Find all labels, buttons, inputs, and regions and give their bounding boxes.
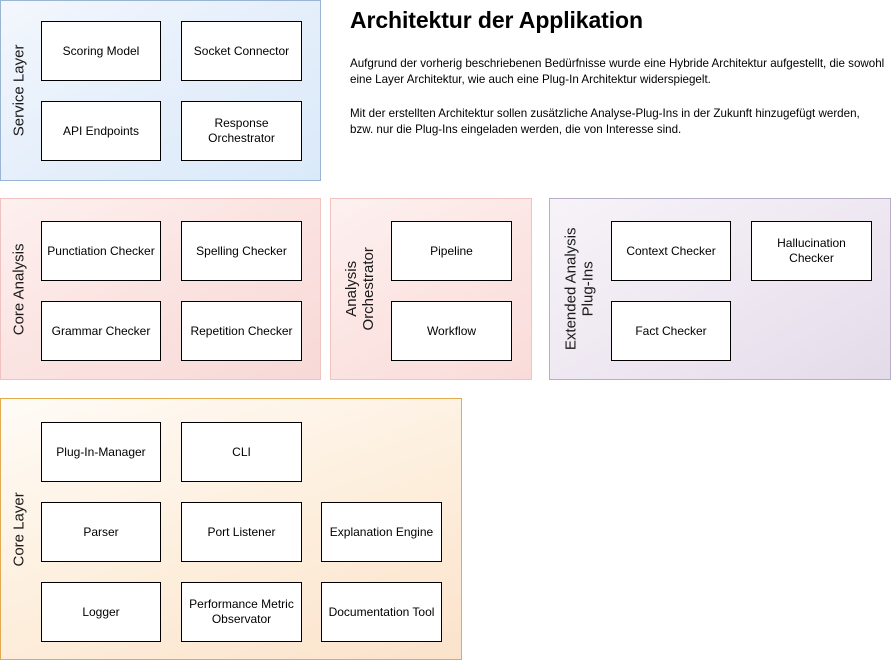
analysis-orchestrator-label-line2: Orchestrator	[360, 247, 378, 331]
core-layer-label-text: Core Layer	[10, 491, 28, 567]
component-documentation-tool[interactable]: Documentation Tool	[321, 582, 442, 642]
component-label: Documentation Tool	[328, 604, 435, 619]
component-label: Punctiation Checker	[47, 243, 155, 258]
core-analysis-panel: Core Analysis Punctiation Checker Spelli…	[0, 198, 321, 380]
component-label: Fact Checker	[635, 323, 707, 338]
service-layer-panel: Service Layer Scoring Model Socket Conne…	[0, 0, 321, 181]
extended-analysis-plugins-label-line1: Extended Analysis	[562, 227, 580, 351]
component-label: Pipeline	[430, 243, 473, 258]
page-title: Architektur der Applikation	[350, 7, 643, 33]
core-analysis-label-text: Core Analysis	[10, 243, 28, 335]
component-port-listener[interactable]: Port Listener	[181, 502, 302, 562]
component-workflow[interactable]: Workflow	[391, 301, 512, 361]
analysis-orchestrator-label-line1: Analysis	[343, 261, 361, 317]
description-paragraph-1: Aufgrund der vorherig beschriebenen Bedü…	[350, 57, 885, 87]
component-label: Scoring Model	[62, 43, 140, 58]
component-fact-checker[interactable]: Fact Checker	[611, 301, 731, 361]
component-label: Socket Connector	[193, 43, 290, 58]
extended-analysis-plugins-label: Extended Analysis Plug-Ins	[550, 199, 610, 379]
core-analysis-label: Core Analysis	[1, 199, 39, 379]
component-hallucination-checker[interactable]: Hallucination Checker	[751, 221, 872, 281]
component-label: CLI	[232, 444, 251, 459]
component-label: Spelling Checker	[196, 243, 287, 258]
component-pipeline[interactable]: Pipeline	[391, 221, 512, 281]
component-explanation-engine[interactable]: Explanation Engine	[321, 502, 442, 562]
component-repetition-checker[interactable]: Repetition Checker	[181, 301, 302, 361]
component-plug-in-manager[interactable]: Plug-In-Manager	[41, 422, 161, 482]
component-grammar-checker[interactable]: Grammar Checker	[41, 301, 161, 361]
component-label: Grammar Checker	[51, 323, 151, 338]
component-label: Port Listener	[207, 524, 276, 539]
component-label: Repetition Checker	[190, 323, 293, 338]
component-spelling-checker[interactable]: Spelling Checker	[181, 221, 302, 281]
description-text-block: Architektur der Applikation Aufgrund der…	[350, 0, 885, 139]
description-paragraph-2: Mit der erstellten Architektur sollen zu…	[350, 106, 860, 137]
component-label: Logger	[82, 604, 120, 619]
component-label: Plug-In-Manager	[56, 444, 146, 459]
component-label: Response Orchestrator	[208, 116, 275, 145]
extended-analysis-plugins-label-line2: Plug-Ins	[579, 261, 597, 317]
component-api-endpoints[interactable]: API Endpoints	[41, 101, 161, 161]
component-parser[interactable]: Parser	[41, 502, 161, 562]
component-label: API Endpoints	[62, 123, 140, 138]
core-layer-label: Core Layer	[1, 399, 39, 659]
component-label: Performance Metric Observator	[189, 597, 294, 626]
component-punctiation-checker[interactable]: Punctiation Checker	[41, 221, 161, 281]
core-layer-panel: Core Layer Plug-In-Manager CLI Parser Po…	[0, 398, 462, 660]
component-scoring-model[interactable]: Scoring Model	[41, 21, 161, 81]
component-label: Context Checker	[626, 243, 716, 258]
extended-analysis-plugins-panel: Extended Analysis Plug-Ins Context Check…	[549, 198, 891, 380]
analysis-orchestrator-panel: Analysis Orchestrator Pipeline Workflow	[330, 198, 532, 380]
component-label: Explanation Engine	[329, 524, 434, 539]
component-cli[interactable]: CLI	[181, 422, 302, 482]
component-response-orchestrator[interactable]: Response Orchestrator	[181, 101, 302, 161]
service-layer-label: Service Layer	[1, 1, 39, 180]
component-performance-metric-observator[interactable]: Performance Metric Observator	[181, 582, 302, 642]
component-label: Parser	[83, 524, 119, 539]
component-label: Hallucination Checker	[777, 236, 846, 265]
component-context-checker[interactable]: Context Checker	[611, 221, 731, 281]
component-socket-connector[interactable]: Socket Connector	[181, 21, 302, 81]
analysis-orchestrator-label: Analysis Orchestrator	[331, 199, 391, 379]
service-layer-label-text: Service Layer	[10, 44, 28, 137]
component-label: Workflow	[426, 323, 477, 338]
component-logger[interactable]: Logger	[41, 582, 161, 642]
